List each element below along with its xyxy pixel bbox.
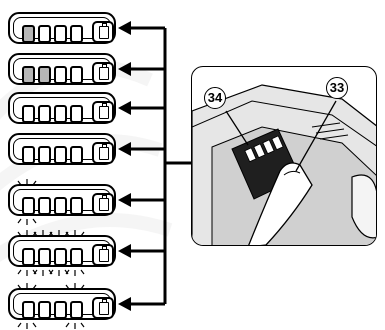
finger	[248, 162, 313, 245]
level-segment-2	[38, 25, 51, 43]
level-segment-2	[38, 248, 51, 266]
indicator-frame	[13, 97, 114, 123]
arrowhead-3	[118, 101, 131, 115]
arrowhead-5	[118, 193, 131, 207]
level-segment-4	[70, 248, 83, 266]
blink-ray	[32, 218, 37, 224]
blink-ray	[65, 284, 70, 290]
blink-ray	[48, 269, 53, 275]
blink-ray	[65, 269, 70, 275]
battery-icon	[92, 142, 114, 164]
blink-ray	[32, 322, 37, 328]
blink-ray	[48, 231, 53, 237]
level-segment-4	[70, 105, 83, 123]
blink-ray	[17, 180, 22, 186]
blink-ray	[32, 269, 37, 275]
indicator-frame	[13, 138, 114, 164]
indicator-frame	[13, 240, 114, 266]
battery-icon	[92, 193, 114, 215]
level-segment-1	[22, 25, 35, 43]
battery-icon	[92, 21, 114, 43]
level-segment-3	[54, 301, 67, 319]
battery-indicator-5	[8, 179, 116, 225]
blink-ray	[64, 231, 69, 237]
blink-ray	[80, 284, 85, 290]
battery-indicator-6	[8, 230, 116, 276]
level-segment-1	[22, 146, 35, 164]
arrowhead-4	[118, 142, 131, 156]
level-segment-4	[70, 66, 83, 84]
level-segment-2	[38, 197, 51, 215]
battery-indicator-1	[8, 12, 116, 44]
blink-ray	[33, 231, 38, 237]
callout-34: 34	[204, 87, 226, 109]
level-segment-4	[70, 197, 83, 215]
blink-ray	[33, 269, 38, 275]
blink-ray	[80, 231, 85, 237]
battery-indicator-4	[8, 133, 116, 165]
level-segment-4	[70, 146, 83, 164]
charger-drawing	[192, 84, 376, 245]
blink-indicator-icon	[17, 283, 85, 329]
battery-icon	[92, 101, 114, 123]
battery-indicator-2	[8, 53, 116, 85]
level-segment-2	[38, 66, 51, 84]
blink-ray	[65, 322, 70, 328]
blink-indicator-icon	[17, 230, 85, 276]
battery-indicator-3	[8, 92, 116, 124]
level-segment-2	[38, 146, 51, 164]
blink-ray	[65, 231, 70, 237]
blink-ray	[49, 269, 54, 275]
callout-33: 33	[326, 77, 348, 99]
level-segment-3	[54, 146, 67, 164]
battery-icon	[92, 297, 114, 319]
level-segment-3	[54, 25, 67, 43]
battery-indicator-7	[8, 283, 116, 329]
charger-illustration: 34 33	[191, 66, 377, 246]
arrowhead-7	[118, 297, 131, 311]
level-segment-4	[70, 301, 83, 319]
blink-ray	[49, 231, 54, 237]
arrowhead-1	[118, 21, 131, 35]
blink-ray	[17, 322, 22, 328]
blink-ray	[80, 322, 85, 328]
arrowhead-2	[118, 62, 131, 76]
indicator-frame	[13, 293, 114, 319]
blink-ray	[64, 269, 69, 275]
blink-ray	[32, 180, 37, 186]
blink-ray	[17, 269, 22, 275]
level-segment-1	[22, 301, 35, 319]
blink-ray	[80, 269, 85, 275]
level-segment-2	[38, 105, 51, 123]
level-segment-1	[22, 105, 35, 123]
indicator-frame	[13, 17, 114, 43]
blink-ray	[17, 231, 22, 237]
blink-ray	[17, 218, 22, 224]
level-segment-3	[54, 105, 67, 123]
level-segment-3	[54, 66, 67, 84]
level-segment-3	[54, 197, 67, 215]
level-segment-3	[54, 248, 67, 266]
indicator-frame	[13, 58, 114, 84]
blink-ray	[17, 284, 22, 290]
blink-ray	[32, 231, 37, 237]
level-segment-1	[22, 248, 35, 266]
indicator-frame	[13, 189, 114, 215]
blink-indicator-icon	[17, 179, 37, 225]
level-segment-4	[70, 25, 83, 43]
level-segment-1	[22, 66, 35, 84]
battery-icon	[92, 62, 114, 84]
level-segment-1	[22, 197, 35, 215]
level-segment-2	[38, 301, 51, 319]
arrowhead-6	[118, 244, 131, 258]
battery-icon	[92, 244, 114, 266]
blink-ray	[32, 284, 37, 290]
